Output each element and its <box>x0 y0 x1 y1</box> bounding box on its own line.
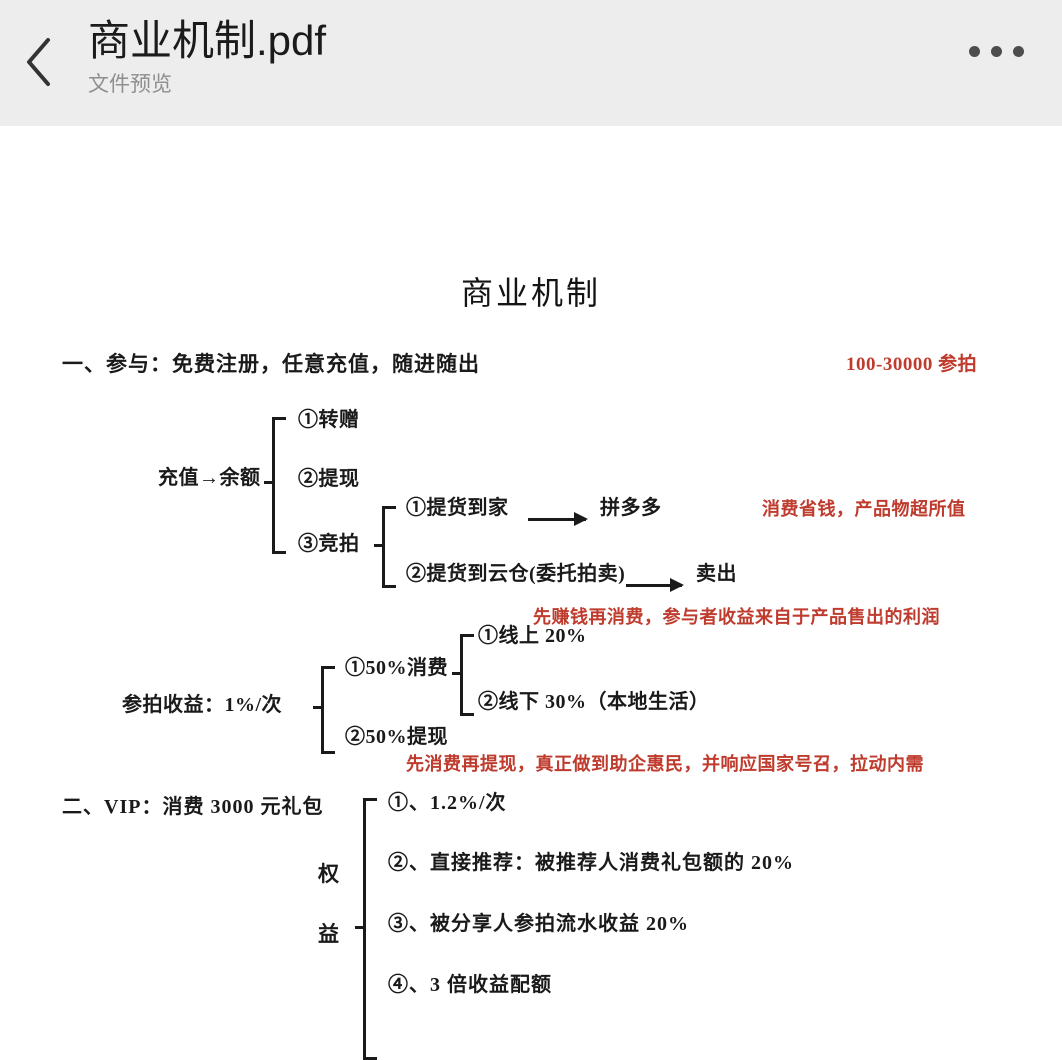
header-text-group: 商业机制.pdf 文件预览 <box>88 16 326 98</box>
auction-target-2: 卖出 <box>696 563 737 585</box>
more-dot-3 <box>1013 46 1024 57</box>
vip-benefit-4: ④、3 倍收益配额 <box>388 974 552 996</box>
recharge-item-2: ②提现 <box>298 468 360 490</box>
revenue-item-2: ②50%提现 <box>345 726 448 748</box>
auction-child-1: ①提货到家 <box>406 497 509 519</box>
more-options-icon[interactable] <box>969 46 1024 57</box>
auction-brace <box>374 506 399 588</box>
revenue-note: 先消费再提现，真正做到助企惠民，并响应国家号召，拉动内需 <box>406 754 924 774</box>
consume-child-1: ①线上 20% <box>478 625 587 647</box>
pdf-document-page: 商业机制 一、参与：免费注册，任意充值，随进随出 100-30000 参拍 充值… <box>0 126 1062 1060</box>
recharge-note-2: 先赚钱再消费，参与者收益来自于产品售出的利润 <box>533 607 940 627</box>
more-dot-2 <box>991 46 1002 57</box>
recharge-item-3: ③竞拍 <box>298 533 360 555</box>
auction-target-1: 拼多多 <box>600 497 662 519</box>
recharge-note-1: 消费省钱，产品物超所值 <box>762 499 966 519</box>
revenue-root-label: 参拍收益：1%/次 <box>122 694 283 716</box>
consume-brace <box>452 634 477 716</box>
vip-benefit-2: ②、直接推荐：被推荐人消费礼包额的 20% <box>388 852 794 874</box>
vip-brace-label-line1: 权 <box>318 862 339 886</box>
recharge-root-label: 充值→余额 <box>158 467 261 489</box>
auction-child-2: ②提货到云仓(委托拍卖) <box>406 563 626 585</box>
document-title: 商业机制 <box>460 275 601 311</box>
consume-child-2: ②线下 30%（本地生活） <box>478 691 710 713</box>
page-subtitle: 文件预览 <box>88 73 172 96</box>
vip-benefit-3: ③、被分享人参拍流水收益 20% <box>388 913 689 935</box>
vip-brace <box>355 798 380 1060</box>
recharge-item-1: ①转赠 <box>298 409 360 431</box>
vip-brace-label-line2: 益 <box>318 922 339 946</box>
vip-benefit-1: ①、1.2%/次 <box>388 792 507 814</box>
section-one-heading: 一、参与：免费注册，任意充值，随进随出 <box>62 352 480 376</box>
revenue-item-1: ①50%消费 <box>345 657 448 679</box>
revenue-brace <box>313 666 338 754</box>
page-title: 商业机制.pdf <box>88 17 327 64</box>
back-chevron-icon[interactable] <box>22 36 56 88</box>
more-dot-1 <box>969 46 980 57</box>
recharge-brace <box>264 417 289 554</box>
arrow-to-pinduoduo-icon <box>528 512 588 526</box>
app-header: 商业机制.pdf 文件预览 <box>0 0 1062 126</box>
section-two-heading: 二、VIP：消费 3000 元礼包 <box>62 796 324 818</box>
section-one-heading-note: 100-30000 参拍 <box>846 354 978 375</box>
arrow-to-sell-icon <box>626 578 684 592</box>
